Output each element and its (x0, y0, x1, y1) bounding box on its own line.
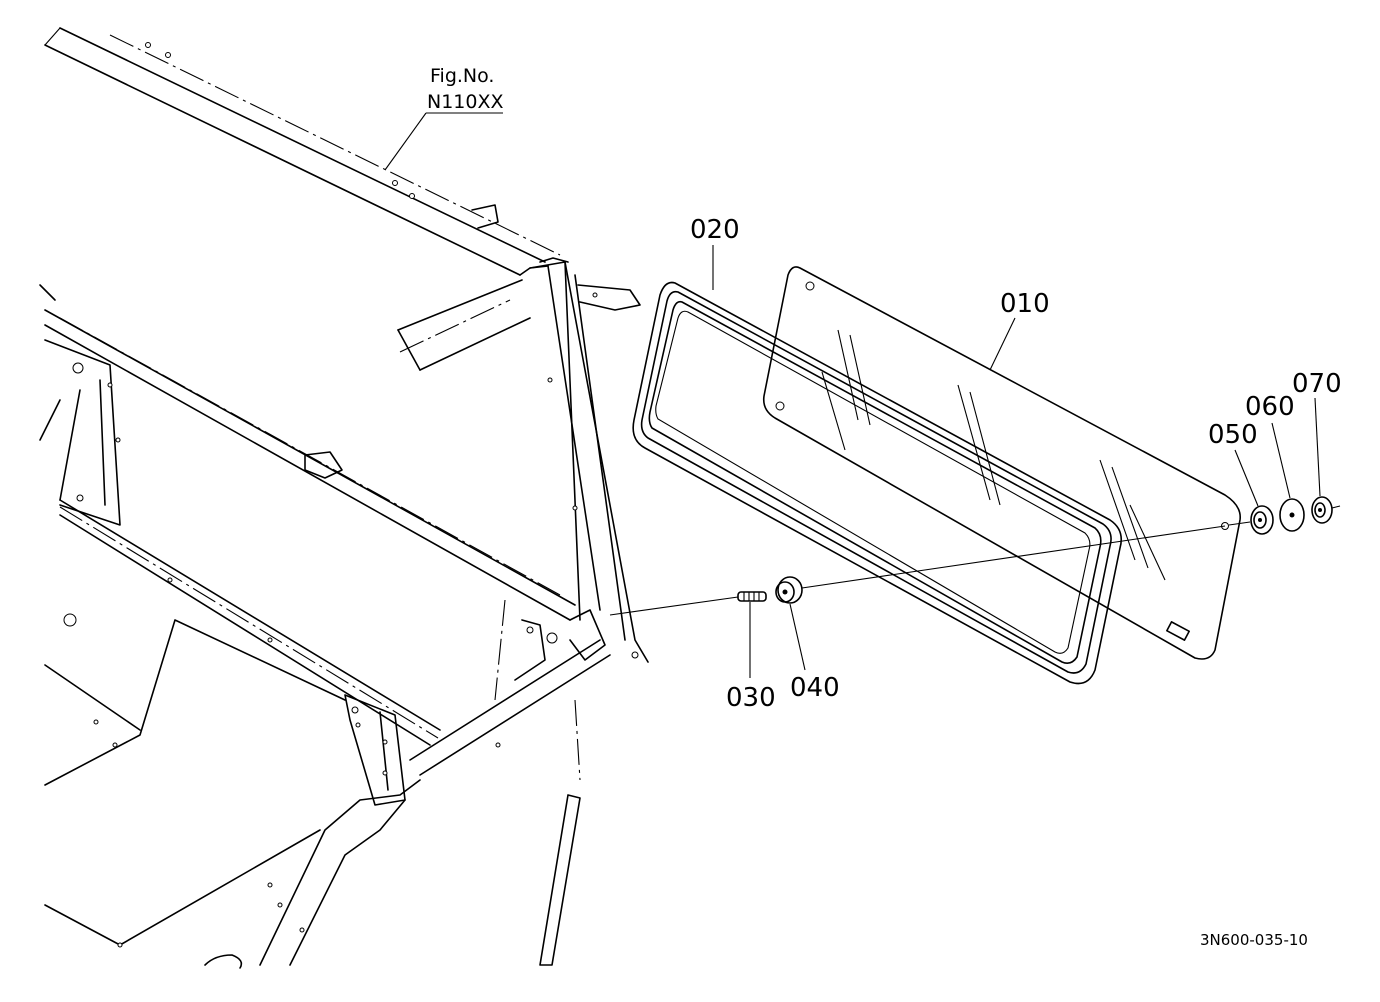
figure-number: N110XX (427, 91, 504, 113)
cab-frame (39, 27, 649, 969)
part-020-seal (632, 281, 1123, 685)
leader-lines (384, 112, 1321, 678)
callout-010: 010 (1000, 289, 1050, 319)
part-060-washer (1279, 498, 1305, 532)
labels: Fig.No. N110XX 010 020 030 040 050 060 0… (427, 65, 1342, 949)
assembly-lines (609, 521, 1251, 616)
callout-070: 070 (1292, 369, 1342, 399)
part-040-spacer (775, 576, 803, 604)
callout-030: 030 (726, 683, 776, 713)
callout-050: 050 (1208, 420, 1258, 450)
part-030-stud (737, 591, 767, 602)
callout-040: 040 (790, 673, 840, 703)
figure-label: Fig.No. (430, 65, 494, 87)
callout-020: 020 (690, 215, 740, 245)
part-010-glass (762, 266, 1242, 660)
part-050-nut (1250, 505, 1274, 535)
part-070-nut (1311, 496, 1341, 524)
drawing-code: 3N600-035-10 (1200, 931, 1308, 949)
callout-060: 060 (1245, 392, 1295, 422)
